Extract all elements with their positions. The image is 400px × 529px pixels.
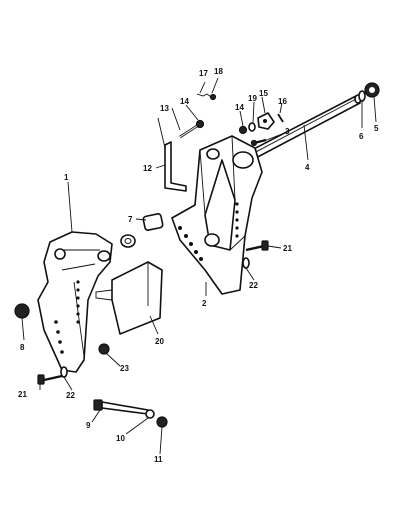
nut-part-11 bbox=[156, 416, 168, 428]
latch-part-15 bbox=[257, 112, 275, 130]
callout-18: 18 bbox=[214, 67, 223, 76]
washer-part-6 bbox=[358, 90, 366, 102]
callout-22-upper: 22 bbox=[249, 281, 258, 290]
callout-16: 16 bbox=[278, 97, 287, 106]
nut-part-8 bbox=[14, 303, 30, 319]
callout-21-upper: 21 bbox=[283, 244, 292, 253]
callout-2: 2 bbox=[202, 299, 207, 308]
callout-6: 6 bbox=[359, 132, 364, 141]
clamp-bracket-part-1 bbox=[37, 231, 113, 373]
callout-9: 9 bbox=[86, 421, 91, 430]
callout-5: 5 bbox=[374, 124, 379, 133]
washer-part-22-lower bbox=[60, 366, 68, 378]
spring-part-17-18 bbox=[196, 93, 217, 101]
callout-15: 15 bbox=[259, 89, 268, 98]
callout-17: 17 bbox=[199, 69, 208, 78]
callout-19: 19 bbox=[248, 94, 257, 103]
callout-14-right: 14 bbox=[235, 103, 244, 112]
bushing-part-7 bbox=[120, 213, 164, 248]
bolt-part-3 bbox=[250, 138, 267, 147]
bolt-part-9 bbox=[93, 399, 149, 415]
bolt-part-21-lower bbox=[37, 374, 63, 385]
callout-3: 3 bbox=[285, 127, 290, 136]
washer-part-22-upper bbox=[242, 257, 250, 269]
pin-part-13 bbox=[179, 124, 198, 139]
leader-lines bbox=[21, 77, 377, 455]
swivel-bracket-part-2 bbox=[171, 135, 263, 295]
callout-8: 8 bbox=[20, 343, 25, 352]
callout-7: 7 bbox=[128, 215, 133, 224]
callout-13: 13 bbox=[160, 104, 169, 113]
nut-part-23 bbox=[98, 343, 110, 355]
washer-part-19 bbox=[248, 122, 256, 132]
nut-part-5 bbox=[364, 82, 380, 98]
callout-23: 23 bbox=[120, 364, 129, 373]
washer-part-10 bbox=[145, 409, 155, 419]
callout-11: 11 bbox=[154, 455, 163, 464]
callout-21-lower: 21 bbox=[18, 390, 27, 399]
callout-22-lower: 22 bbox=[66, 391, 75, 400]
callout-12: 12 bbox=[143, 164, 152, 173]
callout-4: 4 bbox=[305, 163, 310, 172]
bolt-part-21-upper bbox=[245, 240, 269, 252]
lever-part-12 bbox=[157, 117, 187, 192]
callout-1: 1 bbox=[64, 173, 69, 182]
screw-part-16 bbox=[277, 113, 284, 123]
plate-part-20 bbox=[95, 261, 163, 335]
nut-part-14-right bbox=[238, 125, 248, 135]
callout-10: 10 bbox=[116, 434, 125, 443]
callout-14-left: 14 bbox=[180, 97, 189, 106]
callout-20: 20 bbox=[155, 337, 164, 346]
nut-part-14-left bbox=[195, 119, 205, 129]
callout-labels: 1 2 3 4 5 6 7 8 9 10 11 12 13 14 14 15 1… bbox=[18, 67, 379, 464]
